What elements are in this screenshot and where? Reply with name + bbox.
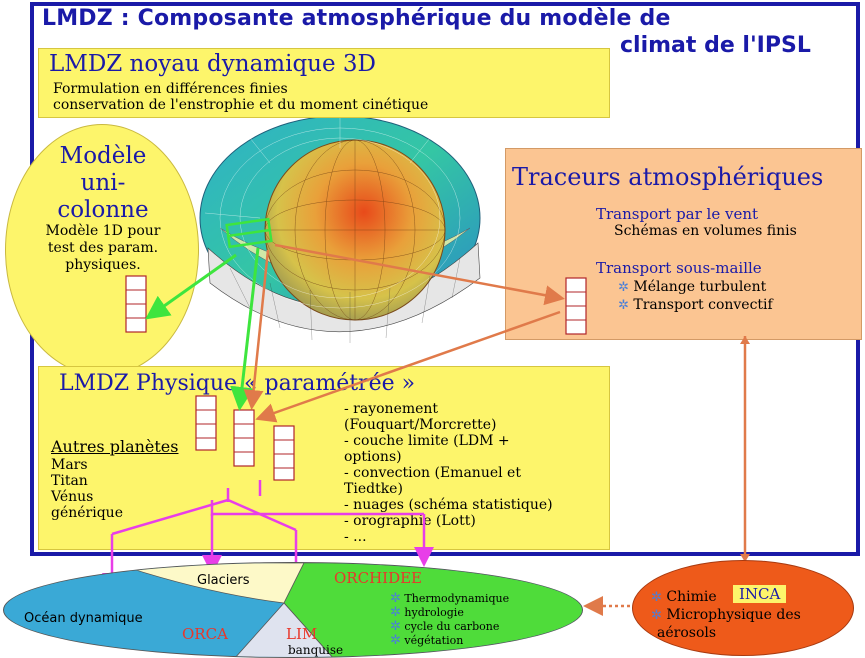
uni-desc-line2: test des param. xyxy=(47,240,159,256)
ocean-label: Océan dynamique xyxy=(24,611,143,626)
star-bullet-icon: ✲ xyxy=(618,298,629,313)
orchidee-item: ✲ végétation xyxy=(390,633,463,648)
traceurs-item-2: ✲ Transport convectif xyxy=(618,297,773,313)
planet-item: générique xyxy=(51,505,123,521)
traceurs-sub1-line: Schémas en volumes finis xyxy=(614,223,797,239)
uni-title-line3: colonne xyxy=(57,197,149,223)
traceurs-sub2: Transport sous-maille xyxy=(596,259,762,277)
param-line: - convection (Emanuel et xyxy=(344,465,521,481)
traceurs-item-1-label: Mélange turbulent xyxy=(633,279,767,295)
orca-label: ORCA xyxy=(182,625,228,643)
banquise-label: banquise xyxy=(288,643,344,657)
globe-grid-illustration xyxy=(199,118,481,343)
orchidee-label: ORCHIDEE xyxy=(334,569,423,587)
uni-title-line2: uni- xyxy=(80,170,126,196)
uni-colonne-ellipse: Modèle uni- colonne Modèle 1D pour test … xyxy=(5,124,199,376)
traceurs-title: Traceurs atmosphériques xyxy=(512,163,824,191)
main-title-line1: LMDZ : Composante atmosphérique du modèl… xyxy=(42,6,671,31)
noyau-line1: Formulation en différences finies xyxy=(53,81,288,97)
param-line: options) xyxy=(344,449,402,465)
planet-item: Mars xyxy=(51,457,88,473)
uni-desc-line3: physiques. xyxy=(65,257,141,273)
glaciers-label: Glaciers xyxy=(197,573,250,588)
traceurs-item-1: ✲ Mélange turbulent xyxy=(618,279,766,295)
noyau-line2: conservation de l'enstrophie et du momen… xyxy=(53,97,429,113)
traceurs-sub1: Transport par le vent xyxy=(596,205,759,223)
traceurs-item-2-label: Transport convectif xyxy=(633,297,773,313)
lim-label: LIM xyxy=(286,625,318,643)
star-bullet-icon: ✲ xyxy=(618,280,629,295)
param-line: - orographie (Lott) xyxy=(344,513,476,529)
surfaces-ellipse: Glaciers Océan dynamique ORCA LIM banqui… xyxy=(3,562,583,658)
param-line: - nuages (schéma statistique) xyxy=(344,497,553,513)
traceurs-box: Traceurs atmosphériques Transport par le… xyxy=(505,148,862,340)
param-line: - couche limite (LDM + xyxy=(344,433,510,449)
orchidee-item-label: cycle du carbone xyxy=(404,620,500,633)
orchidee-item: ✲ Thermodynamique xyxy=(390,591,509,606)
orchidee-item-label: Thermodynamique xyxy=(404,592,510,605)
surfaces-regions xyxy=(113,563,582,657)
star-bullet-icon: ✲ xyxy=(390,633,401,648)
noyau-title: LMDZ noyau dynamique 3D xyxy=(49,51,376,77)
main-title-line2: climat de l'IPSL xyxy=(620,33,811,58)
chimie-item-1-label: Chimie xyxy=(666,589,717,605)
chimie-ellipse: INCA ✲ Chimie ✲ Microphysique des aéroso… xyxy=(632,560,854,656)
star-bullet-icon: ✲ xyxy=(651,608,662,623)
physique-box: LMDZ Physique « paramétrée » Autres plan… xyxy=(38,366,610,550)
chimie-item-2: ✲ Microphysique des xyxy=(651,607,801,623)
chimie-item-2-label: Microphysique des xyxy=(666,607,801,623)
param-line: (Fouquart/Morcrette) xyxy=(344,417,497,433)
param-line: - ... xyxy=(344,529,367,545)
inca-label: INCA xyxy=(733,585,787,603)
chimie-item-1: ✲ Chimie xyxy=(651,589,717,605)
chimie-item-3: aérosols xyxy=(657,625,717,641)
orchidee-item-label: végétation xyxy=(404,634,464,647)
star-bullet-icon: ✲ xyxy=(390,591,401,606)
param-line: - rayonement xyxy=(344,401,439,417)
physique-title: LMDZ Physique « paramétrée » xyxy=(59,371,416,396)
orchidee-item: ✲ cycle du carbone xyxy=(390,619,499,634)
uni-title-line1: Modèle xyxy=(59,143,147,169)
planet-item: Vénus xyxy=(51,489,94,505)
star-bullet-icon: ✲ xyxy=(390,619,401,634)
orchidee-item: ✲ hydrologie xyxy=(390,605,464,620)
param-line: Tiedtke) xyxy=(344,481,403,497)
star-bullet-icon: ✲ xyxy=(651,590,662,605)
noyau-dynamique-box: LMDZ noyau dynamique 3D Formulation en d… xyxy=(38,48,610,118)
orchidee-item-label: hydrologie xyxy=(404,606,464,619)
planet-item: Titan xyxy=(51,473,88,489)
star-bullet-icon: ✲ xyxy=(390,605,401,620)
autres-planetes-title: Autres planètes xyxy=(51,437,179,456)
uni-desc-line1: Modèle 1D pour xyxy=(45,223,161,239)
